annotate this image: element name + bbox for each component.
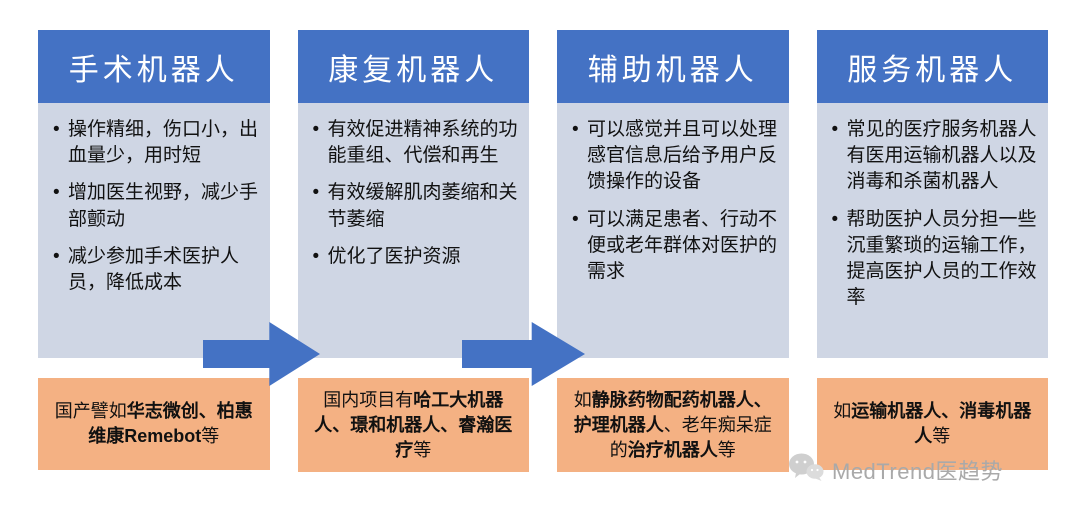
bullet-item: 优化了医护资源 bbox=[312, 244, 520, 270]
example-text-segment: 国内项目有 bbox=[323, 390, 414, 410]
column-header-surgical: 手术机器人 bbox=[38, 30, 270, 103]
example-text-segment: 如 bbox=[573, 390, 592, 410]
bullet-item: 有效促进精神系统的功能重组、代偿和再生 bbox=[312, 117, 520, 169]
bullet-list: 操作精细，伤口小，出血量少，用时短 增加医生视野，减少手部颤动 减少参加手术医护… bbox=[52, 117, 260, 296]
bullet-item: 减少参加手术医护人员，降低成本 bbox=[52, 244, 260, 296]
example-box-assistive: 如静脉药物配药机器人、护理机器人、老年痴呆症的治疗机器人等 bbox=[557, 378, 789, 473]
column-rehab-robots: 康复机器人 有效促进精神系统的功能重组、代偿和再生 有效缓解肌肉萎缩和关节萎缩 … bbox=[297, 30, 529, 473]
column-service-robots: 服务机器人 常见的医疗服务机器人有医用运输机器人以及消毒和杀菌机器人 帮助医护人… bbox=[816, 30, 1048, 472]
example-text-segment: 等 bbox=[717, 439, 736, 460]
bullet-item: 操作精细，伤口小，出血量少，用时短 bbox=[52, 117, 260, 169]
example-text: 如运输机器人、消毒机器人等 bbox=[829, 399, 1037, 449]
bullet-item: 增加医生视野，减少手部颤动 bbox=[52, 180, 260, 232]
column-assistive-robots: 辅助机器人 可以感觉并且可以处理感官信息后给予用户反馈操作的设备 可以满足患者、… bbox=[557, 30, 789, 473]
example-text-segment: 华志微创、柏惠维康Remebot bbox=[88, 401, 253, 446]
example-box-surgical: 国产譬如华志微创、柏惠维康Remebot等 bbox=[38, 378, 270, 470]
bullet-item: 帮助医护人员分担一些沉重繁琐的运输工作，提高医护人员的工作效率 bbox=[831, 207, 1039, 312]
example-text-segment: 如 bbox=[833, 401, 852, 422]
column-header-assistive: 辅助机器人 bbox=[557, 30, 789, 103]
column-body-assistive: 可以感觉并且可以处理感官信息后给予用户反馈操作的设备 可以满足患者、行动不便或老… bbox=[557, 103, 789, 358]
example-text: 国内项目有哈工大机器人、璟和机器人、睿瀚医疗等 bbox=[310, 388, 518, 462]
column-header-service: 服务机器人 bbox=[816, 30, 1048, 103]
example-text-segment: 等 bbox=[413, 439, 432, 460]
column-title: 康复机器人 bbox=[328, 53, 499, 87]
column-title: 服务机器人 bbox=[847, 53, 1018, 87]
column-surgical-robots: 手术机器人 操作精细，伤口小，出血量少，用时短 增加医生视野，减少手部颤动 减少… bbox=[38, 30, 270, 472]
example-text-segment: 哈工大机器人、璟和机器人、睿瀚医疗 bbox=[314, 390, 513, 460]
example-text-segment: 运输机器人、消毒机器人 bbox=[851, 401, 1032, 446]
example-text: 如静脉药物配药机器人、护理机器人、老年痴呆症的治疗机器人等 bbox=[569, 388, 777, 462]
right-arrow-icon bbox=[462, 322, 585, 386]
example-text-segment: 、老年痴呆症的 bbox=[609, 414, 772, 460]
bullet-item: 常见的医疗服务机器人有医用运输机器人以及消毒和杀菌机器人 bbox=[831, 117, 1039, 196]
bullet-item: 有效缓解肌肉萎缩和关节萎缩 bbox=[312, 180, 520, 232]
column-title: 辅助机器人 bbox=[587, 53, 758, 87]
example-box-rehab: 国内项目有哈工大机器人、璟和机器人、睿瀚医疗等 bbox=[297, 378, 529, 473]
bullet-list: 有效促进精神系统的功能重组、代偿和再生 有效缓解肌肉萎缩和关节萎缩 优化了医护资… bbox=[312, 117, 520, 270]
example-text-segment: 静脉药物配药机器人、护理机器人 bbox=[573, 390, 772, 435]
example-text-segment: 治疗机器人 bbox=[627, 439, 718, 460]
column-body-surgical: 操作精细，伤口小，出血量少，用时短 增加医生视野，减少手部颤动 减少参加手术医护… bbox=[38, 103, 270, 358]
example-text: 国产譬如华志微创、柏惠维康Remebot等 bbox=[50, 399, 258, 449]
wechat-icon bbox=[788, 452, 824, 488]
example-text-segment: 等 bbox=[201, 426, 220, 446]
bullet-item: 可以感觉并且可以处理感官信息后给予用户反馈操作的设备 bbox=[571, 117, 779, 196]
bullet-item: 可以满足患者、行动不便或老年群体对医护的需求 bbox=[571, 207, 779, 286]
column-body-rehab: 有效促进精神系统的功能重组、代偿和再生 有效缓解肌肉萎缩和关节萎缩 优化了医护资… bbox=[297, 103, 529, 358]
column-title: 手术机器人 bbox=[68, 53, 239, 87]
watermark-brand: MedTrend医趋势 bbox=[832, 459, 1003, 484]
column-body-service: 常见的医疗服务机器人有医用运输机器人以及消毒和杀菌机器人 帮助医护人员分担一些沉… bbox=[816, 103, 1048, 358]
bullet-list: 常见的医疗服务机器人有医用运输机器人以及消毒和杀菌机器人 帮助医护人员分担一些沉… bbox=[831, 117, 1039, 312]
example-box-service: 如运输机器人、消毒机器人等 bbox=[816, 378, 1048, 470]
bullet-list: 可以感觉并且可以处理感官信息后给予用户反馈操作的设备 可以满足患者、行动不便或老… bbox=[571, 117, 779, 285]
right-arrow-icon bbox=[203, 322, 320, 386]
example-text-segment: 等 bbox=[932, 426, 951, 446]
watermark: MedTrend医趋势 bbox=[788, 452, 1003, 488]
example-text-segment: 国产譬如 bbox=[54, 401, 127, 422]
column-header-rehab: 康复机器人 bbox=[297, 30, 529, 103]
robot-columns: 手术机器人 操作精细，伤口小，出血量少，用时短 增加医生视野，减少手部颤动 减少… bbox=[38, 30, 1048, 473]
